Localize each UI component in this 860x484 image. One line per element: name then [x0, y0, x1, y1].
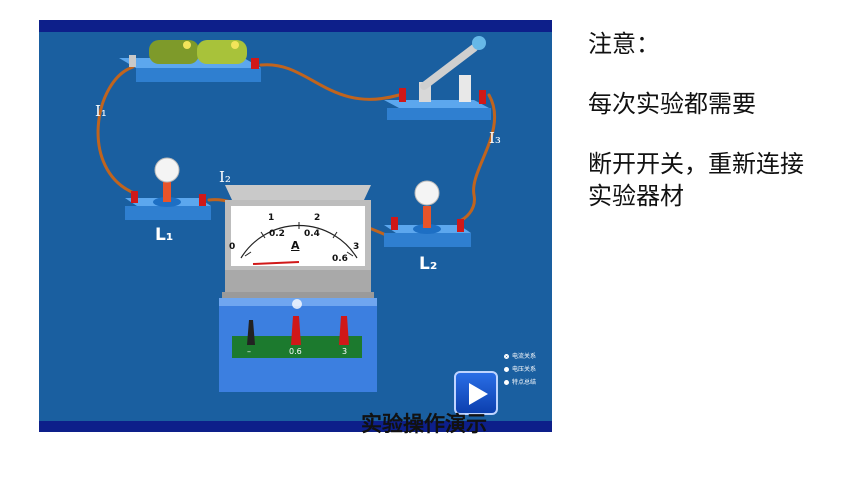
ammeter[interactable]: [219, 185, 377, 392]
lamp-l2[interactable]: [384, 180, 471, 247]
label-i1: I₁: [95, 102, 107, 120]
radio-icon: [504, 380, 509, 385]
radio-icon: [504, 367, 509, 372]
battery[interactable]: [119, 40, 261, 82]
scale-bottom-0-2: 0.2: [269, 229, 285, 239]
terminal-0-6: 0.6: [289, 347, 302, 356]
label-l2: L₂: [419, 254, 438, 274]
terminal-negative: –: [247, 347, 251, 356]
ammeter-unit: A: [291, 239, 300, 252]
wire-battery-switch: [259, 63, 401, 101]
circuit-scene: [96, 36, 496, 392]
switch[interactable]: [384, 36, 491, 120]
label-l1: L₁: [155, 225, 174, 245]
scale-top-0: 0: [229, 242, 236, 252]
menu-item-voltage[interactable]: 电压关系: [504, 363, 536, 376]
demo-label: 实验操作演示: [361, 412, 487, 436]
notes-line-1: 每次实验都需要: [588, 90, 756, 118]
lamp-l1[interactable]: [125, 157, 211, 220]
wire-switch-l2: [457, 93, 496, 223]
simulation-top-bar: [39, 20, 552, 32]
terminal-3: 3: [342, 347, 348, 356]
label-i2: I₂: [219, 168, 231, 186]
label-i3: I₃: [489, 129, 501, 147]
scale-bottom-0-4: 0.4: [304, 229, 320, 239]
scale-top-3: 3: [353, 242, 360, 252]
scale-top-2: 2: [314, 213, 321, 223]
menu-item-summary[interactable]: 特点总结: [504, 376, 536, 389]
menu-item-current[interactable]: 电流关系: [504, 350, 536, 363]
notes-line-2: 断开开关，重新连接实验器材: [588, 150, 804, 210]
radio-selected-icon: [504, 354, 509, 359]
notes-panel: 注意： 每次实验都需要 断开开关，重新连接实验器材: [588, 28, 850, 240]
scale-top-1: 1: [268, 213, 275, 223]
simulation-bottom-bar: [39, 421, 552, 432]
play-icon: [469, 383, 488, 405]
scale-bottom-0-6: 0.6: [332, 254, 348, 264]
circuit-simulation: I₁ I₂ I₃ L₁ L₂ 0 1 2 3 0.2 0.4 0.6 A – 0…: [39, 20, 552, 436]
wire-battery-l1: [96, 65, 136, 195]
play-button[interactable]: [454, 371, 498, 415]
notes-title: 注意：: [588, 30, 660, 58]
simulation-menu: 电流关系 电压关系 特点总结: [504, 350, 536, 389]
